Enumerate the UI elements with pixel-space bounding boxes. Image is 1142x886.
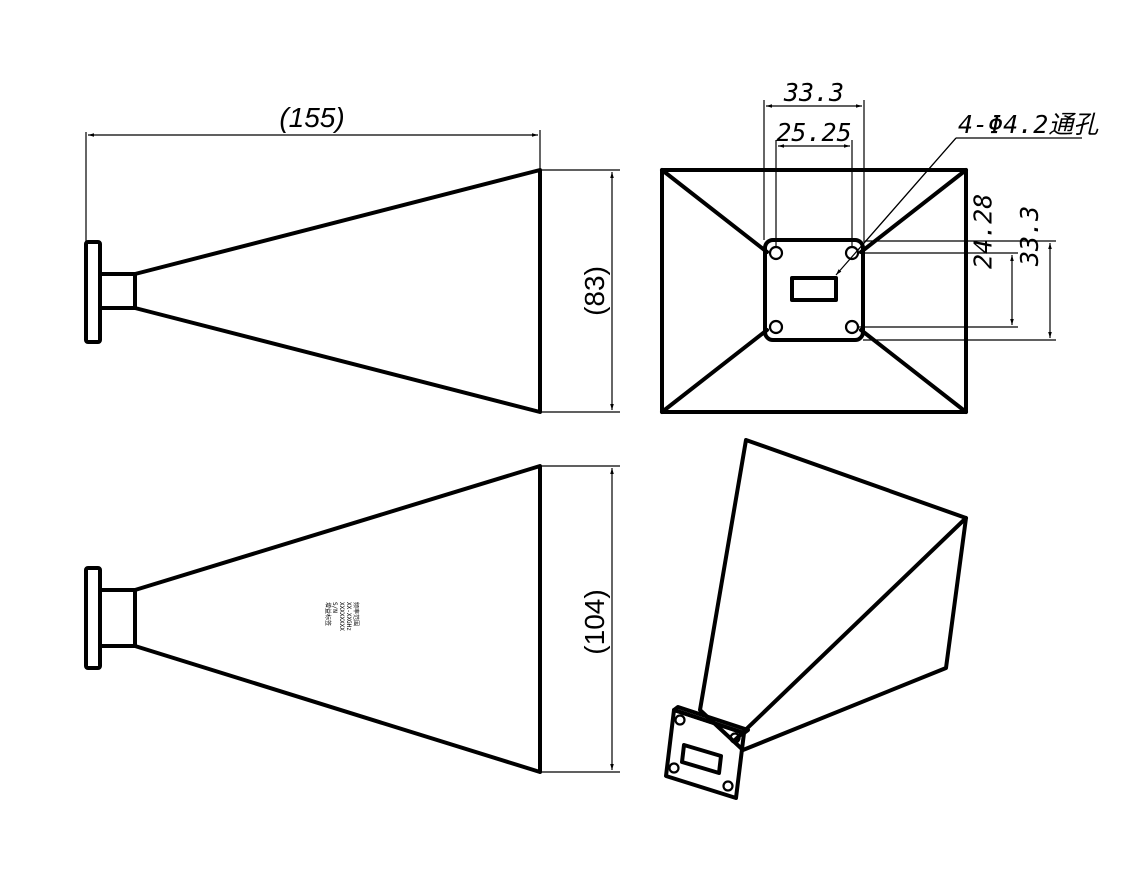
dim-height-side: (83): [540, 169, 620, 413]
flange-hole-tl: [768, 245, 784, 261]
iso-flange-hole-2: [729, 732, 741, 744]
dim-flange-inner-text: 25.25: [776, 118, 851, 147]
dim-flange-outer-vertical-text: 33.3: [1015, 206, 1044, 267]
iso-flange-hole-3: [668, 762, 680, 774]
nameplate: 频率范围 XX-XXGHz XXXXXXXX S/N 增益标签: [324, 602, 360, 631]
dim-flange-inner: 25.25: [775, 118, 853, 248]
front-view: [660, 168, 968, 414]
dim-flange-outer-vertical: 33.3: [863, 206, 1056, 341]
dim-total-length-text: (155): [279, 102, 344, 133]
flange-hole-bl: [768, 319, 784, 335]
hole-callout-text: 4-Φ4.2通孔: [958, 110, 1099, 139]
front-aperture: [660, 168, 968, 414]
nameplate-line-2: XX-XXGHz: [345, 602, 352, 631]
top-flange: [84, 566, 102, 670]
dim-total-length: (155): [85, 102, 541, 242]
iso-horn-outline: [698, 438, 968, 752]
nameplate-line-3: XXXXXXXX: [338, 602, 345, 631]
front-waveguide-opening: [790, 276, 838, 302]
dim-height-top-text: (104): [579, 589, 610, 654]
side-feed: [98, 272, 137, 310]
nameplate-line-5: 增益标签: [324, 602, 332, 626]
flange-hole-br: [844, 319, 860, 335]
nameplate-line-1: 频率范围: [352, 602, 360, 626]
dim-flange-inner-vertical: 24.28: [858, 194, 1018, 328]
hole-callout: 4-Φ4.2通孔: [835, 110, 1099, 276]
front-flange: [763, 238, 865, 342]
top-horn: [133, 464, 542, 774]
side-view: [84, 168, 542, 414]
dim-height-top: (104): [540, 465, 620, 773]
side-flange: [84, 240, 102, 344]
top-view: [84, 464, 542, 774]
dim-flange-inner-vertical-text: 24.28: [968, 194, 997, 269]
dim-height-side-text: (83): [579, 266, 610, 316]
nameplate-line-4: S/N: [331, 602, 338, 613]
side-horn: [133, 168, 542, 414]
iso-view: [664, 438, 968, 800]
iso-flange-hole-4: [722, 780, 734, 792]
iso-flange-hole-1: [674, 714, 686, 726]
dim-flange-outer: 33.3: [763, 78, 865, 240]
iso-waveguide-opening: [680, 743, 723, 775]
dim-flange-outer-text: 33.3: [783, 78, 844, 107]
top-feed: [98, 588, 137, 648]
